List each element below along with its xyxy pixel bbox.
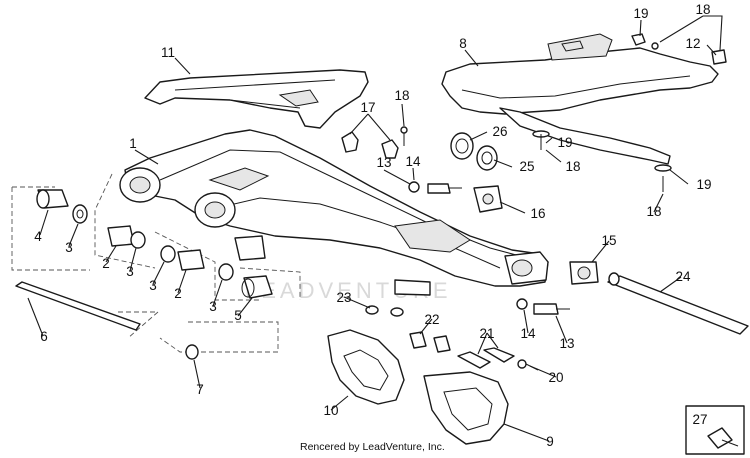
part-pivot-stack	[15, 189, 273, 360]
callout-2: 2	[102, 256, 110, 271]
callout-17: 17	[360, 100, 375, 115]
callout-1: 1	[129, 136, 137, 151]
callout-12: 12	[685, 36, 700, 51]
callout-24: 24	[675, 269, 691, 284]
callout-19: 19	[633, 6, 648, 21]
callout-4: 4	[34, 229, 42, 244]
assembly-guide-lines	[11, 173, 301, 353]
callout-14: 14	[405, 154, 421, 169]
callout-20: 20	[548, 370, 563, 385]
callout-27: 27	[692, 412, 707, 427]
callout-6: 6	[40, 329, 48, 344]
part-seals	[450, 132, 498, 171]
part-chain-guide-10	[327, 329, 405, 405]
callout-11: 11	[161, 45, 175, 60]
callout-labels: 11 8 19 18 12 17 18 1 26 19 13 14 25 18 …	[34, 2, 711, 449]
callout-25: 25	[519, 159, 534, 174]
part-swingarm	[119, 129, 549, 296]
callout-26: 26	[492, 124, 507, 139]
part-chain-guard	[144, 69, 369, 129]
callout-18: 18	[646, 204, 661, 219]
callout-13: 13	[559, 336, 574, 351]
credit-line: Rencered by LeadVenture, Inc.	[300, 441, 445, 453]
callout-18: 18	[565, 159, 580, 174]
callout-18: 18	[695, 2, 710, 17]
callout-15: 15	[601, 233, 616, 248]
callout-9: 9	[546, 434, 554, 449]
callout-19: 19	[696, 177, 711, 192]
callout-19: 19	[557, 135, 572, 150]
callout-5: 5	[234, 308, 242, 323]
callout-23: 23	[336, 290, 351, 305]
callout-3: 3	[209, 299, 217, 314]
part-block-16	[473, 185, 503, 213]
callout-14: 14	[520, 326, 536, 341]
part-bolt-upper	[408, 181, 462, 194]
part-axle	[569, 261, 749, 335]
callout-13: 13	[376, 155, 391, 170]
callout-10: 10	[323, 403, 338, 418]
callout-7: 7	[196, 382, 204, 397]
leader-lines	[27, 15, 723, 442]
callout-3: 3	[149, 278, 157, 293]
part-brace-hardware	[532, 33, 727, 192]
callout-3: 3	[65, 240, 73, 255]
callout-18: 18	[394, 88, 409, 103]
part-lower-hardware	[365, 298, 570, 371]
callout-21: 21	[479, 326, 494, 341]
callout-3: 3	[126, 264, 134, 279]
part-upper-brace	[441, 33, 719, 165]
part-chain-guide-9	[423, 371, 509, 445]
callout-16: 16	[530, 206, 545, 221]
callout-8: 8	[459, 36, 467, 51]
callout-2: 2	[174, 286, 182, 301]
callout-22: 22	[424, 312, 439, 327]
part-27-rivet-box	[685, 405, 745, 455]
